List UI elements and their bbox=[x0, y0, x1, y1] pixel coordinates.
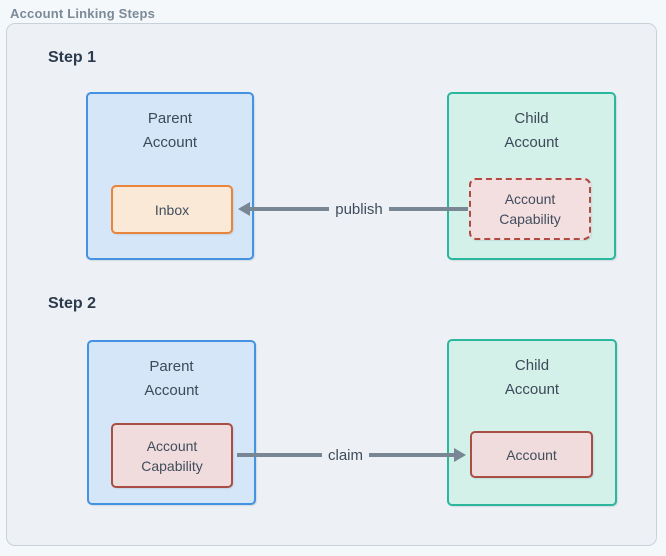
arrowhead-left-icon bbox=[238, 202, 250, 216]
step-1-label: Step 1 bbox=[48, 49, 97, 66]
publish-arrow: publish bbox=[238, 200, 469, 218]
inner-node-label: Account bbox=[146, 437, 198, 454]
diagram-title: Account Linking Steps bbox=[10, 6, 156, 21]
node-title-line: Account bbox=[142, 134, 198, 151]
arrow-line bbox=[369, 453, 455, 457]
node-title-line: Parent bbox=[147, 110, 193, 127]
node-title-line: Child bbox=[514, 357, 550, 374]
node-title-line: Parent bbox=[149, 358, 194, 375]
node-title-line: Child bbox=[514, 110, 549, 127]
step1-account-capability-node: Account Capability bbox=[469, 178, 591, 240]
step1-inbox-node: Inbox bbox=[111, 185, 233, 234]
claim-arrow: claim bbox=[237, 446, 467, 464]
arrowhead-right-icon bbox=[454, 448, 467, 462]
node-title-line: Account bbox=[504, 134, 559, 151]
step1-child-account-node: Child Account Account Capability bbox=[447, 92, 616, 260]
arrow-line bbox=[388, 207, 469, 211]
arrow-line bbox=[250, 207, 330, 211]
step1-parent-account-node: Parent Account Inbox bbox=[86, 92, 254, 260]
publish-arrow-label: publish bbox=[335, 200, 383, 218]
node-title-line: Account bbox=[144, 382, 199, 399]
node-title-line: Account bbox=[504, 381, 560, 398]
inner-node-label: Account bbox=[506, 446, 557, 463]
arrow-line bbox=[237, 453, 322, 457]
diagram-container: Step 1 Parent Account Inbox Child Accoun… bbox=[6, 23, 657, 546]
step2-parent-account-node: Parent Account Account Capability bbox=[87, 340, 256, 505]
inner-node-label: Capability bbox=[499, 211, 561, 227]
inner-node-label: Inbox bbox=[154, 201, 190, 218]
step2-account-node: Account bbox=[470, 431, 593, 478]
inner-node-label: Account bbox=[504, 191, 556, 207]
claim-arrow-label: claim bbox=[328, 446, 364, 464]
step2-child-account-node: Child Account Account bbox=[447, 339, 617, 506]
inner-node-label: Capability bbox=[141, 457, 203, 474]
step2-account-capability-node: Account Capability bbox=[111, 423, 233, 488]
step-2-label: Step 2 bbox=[48, 295, 97, 312]
